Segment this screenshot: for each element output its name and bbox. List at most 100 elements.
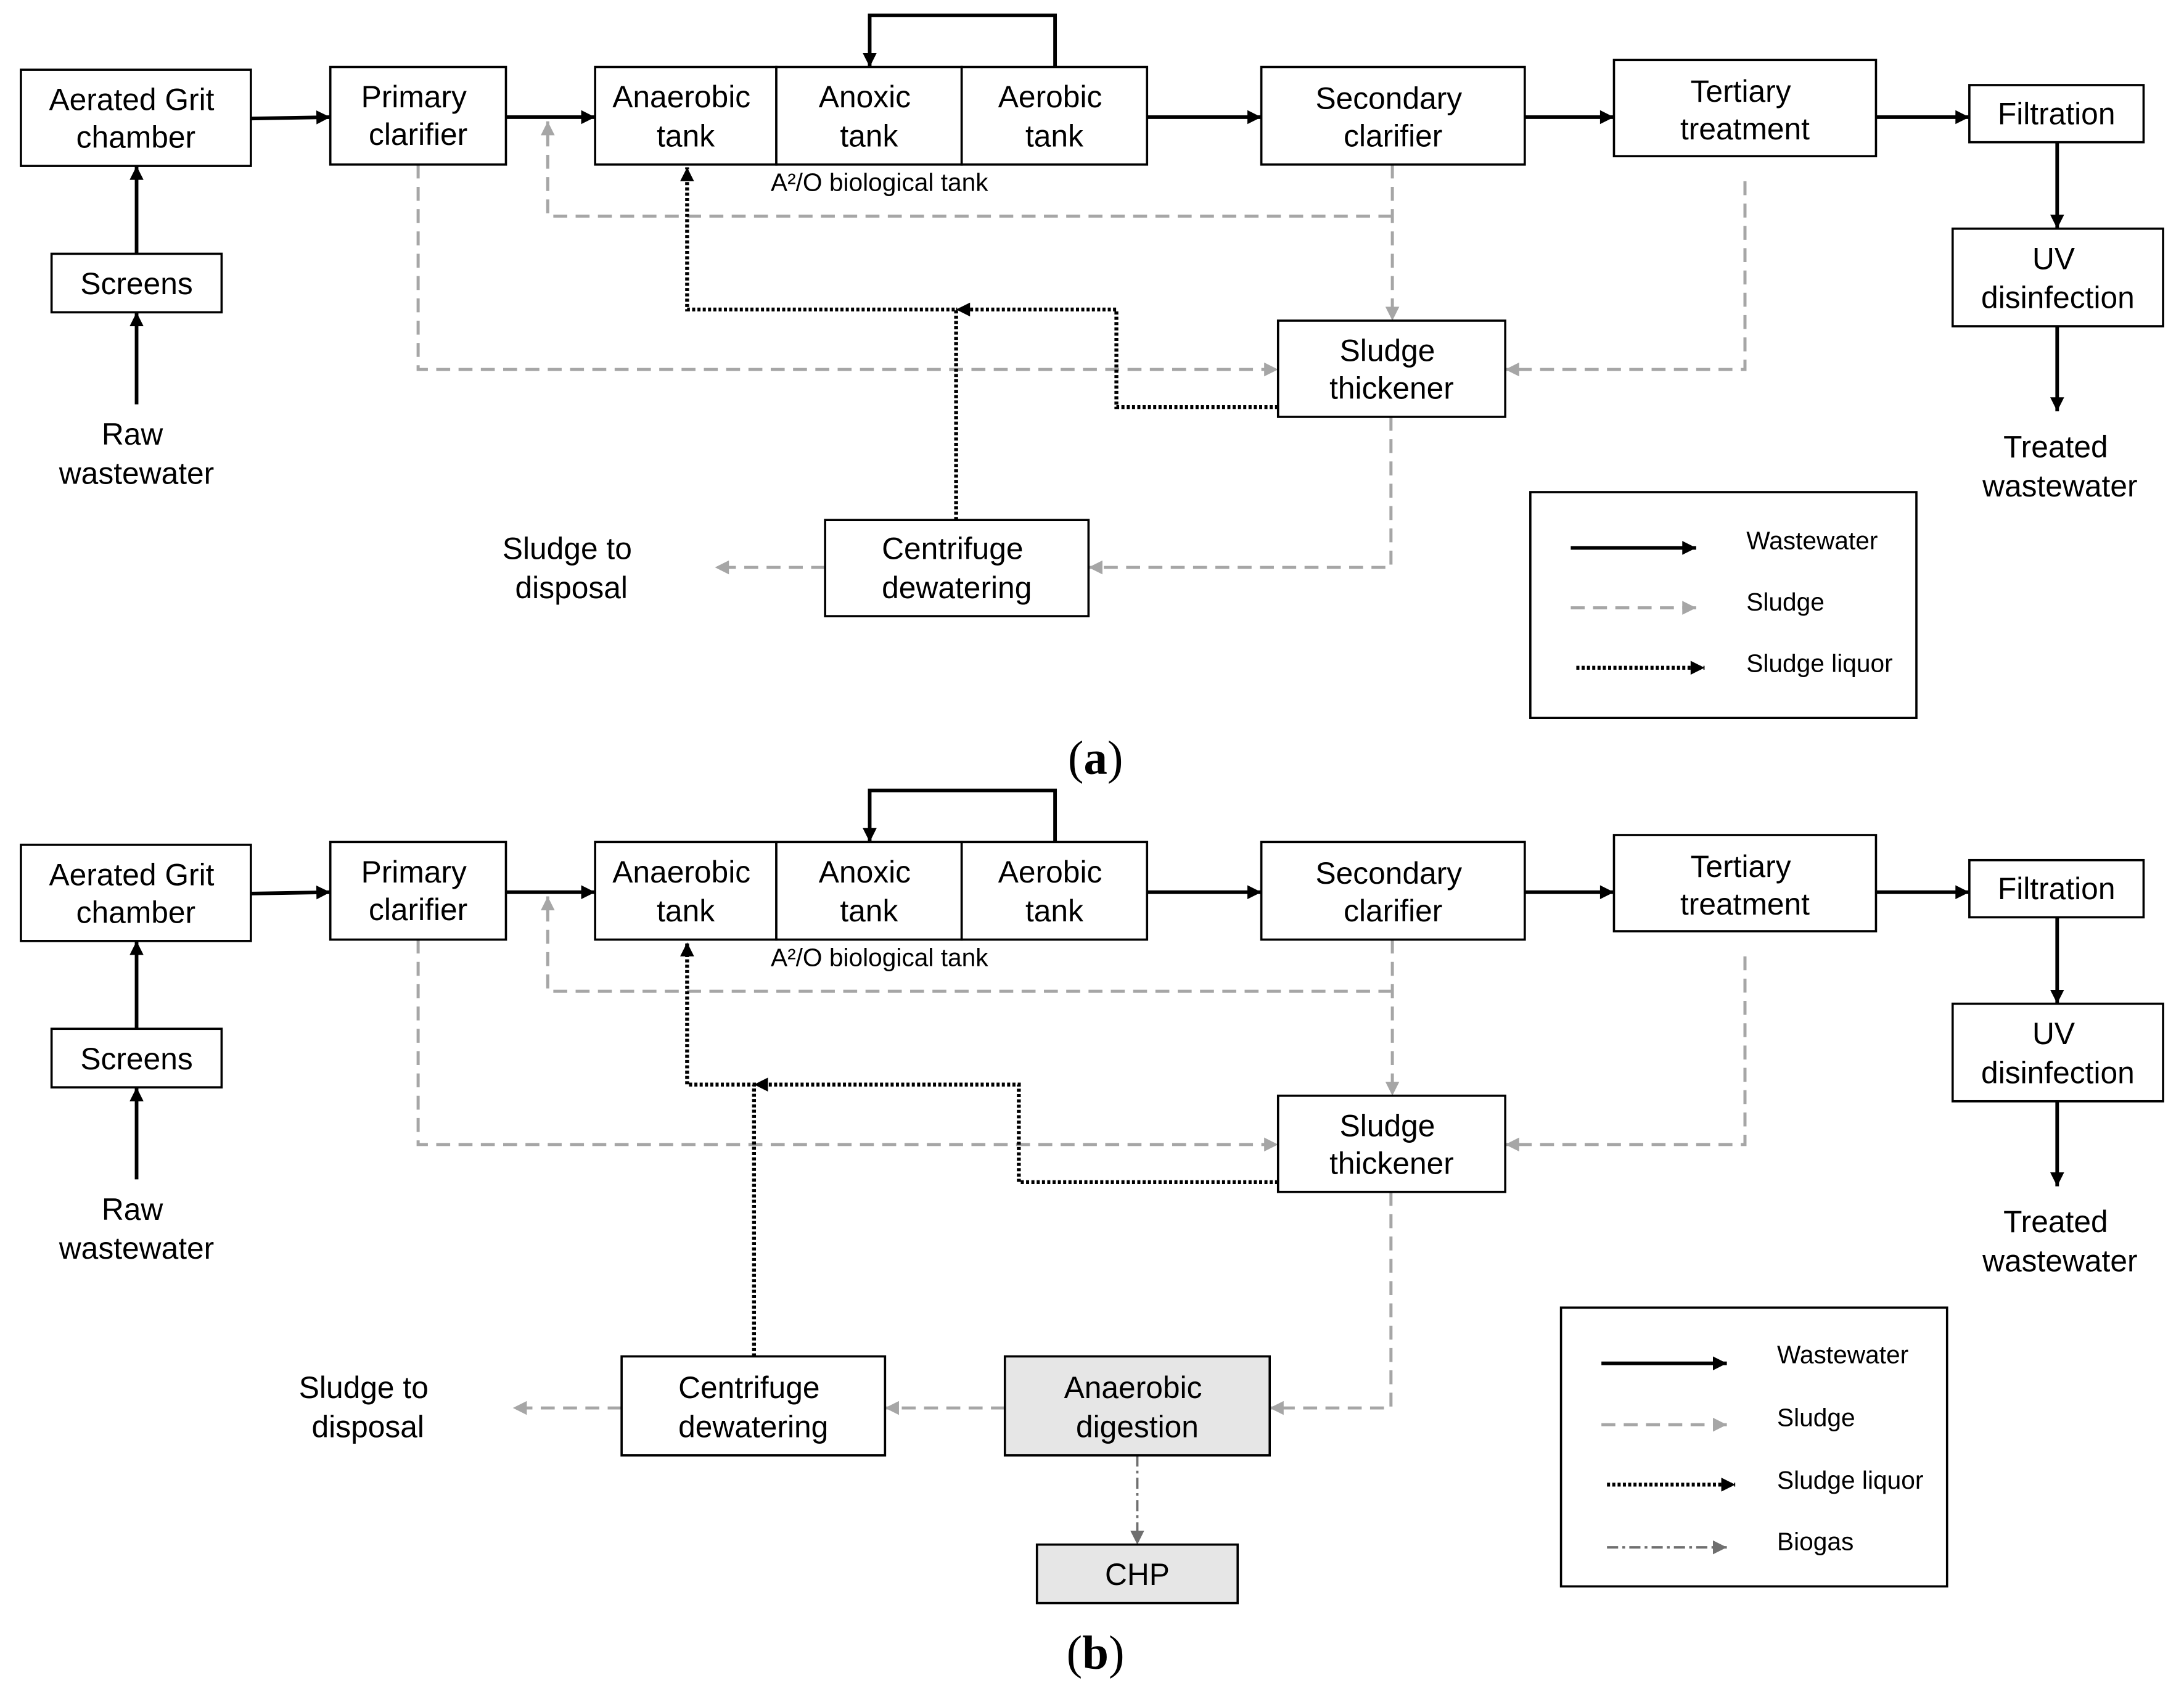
legend-sludge-liquor-label: Sludge liquor: [1746, 649, 1892, 678]
label-line: Anaerobic: [612, 80, 750, 114]
label-line: Primary: [361, 80, 467, 114]
sludge-to-disposal-label: Sludge to disposal: [299, 1370, 437, 1444]
filtration-label: Filtration: [1998, 871, 2116, 906]
chp-box: [1035, 1543, 1239, 1605]
label-line: Anaerobic: [1064, 1370, 1202, 1405]
uv-disinfection-node: UV disinfection: [1951, 1002, 2164, 1103]
label-line: Anoxic: [819, 855, 911, 889]
sludge-arrow-return-activated-sludge: [541, 121, 1393, 218]
legend: Wastewater Sludge Sludge liquor: [1529, 491, 1918, 719]
anaerobic-tank-label: Anaerobic tank: [612, 80, 759, 153]
liquor-arrow-thickener-return: [956, 302, 1278, 409]
treated-wastewater-label: Treated wastewater: [1982, 1204, 2137, 1278]
secondary-clarifier-label: Secondary clarifier: [1315, 81, 1471, 153]
label-line: Secondary: [1315, 856, 1462, 891]
caption-letter: b: [1082, 1627, 1109, 1679]
centrifuge-dewatering-label: Centrifuge dewatering: [678, 1370, 828, 1444]
label-line: wastewater: [1982, 1244, 2137, 1278]
label-line: Anaerobic: [612, 855, 750, 889]
anaerobic-digestion-label: Anaerobic digestion: [1064, 1370, 1211, 1444]
label-line: tank: [840, 118, 898, 153]
primary-clarifier-node: Primary clarifier: [329, 841, 507, 941]
filtration-node: Filtration: [1968, 84, 2145, 144]
label-line: Aerobic: [998, 855, 1102, 889]
screens-node: Screens: [50, 252, 223, 314]
primary-clarifier-box: [329, 65, 507, 166]
label-line: UV: [2032, 1016, 2075, 1051]
treated-wastewater-label: Treated wastewater: [1982, 429, 2137, 503]
raw-wastewater-label: Raw wastewater: [59, 417, 214, 490]
label-line: Raw: [102, 417, 164, 451]
label-line: clarifier: [369, 117, 467, 152]
secondary-clarifier-box: [1260, 841, 1526, 941]
label-line: UV: [2032, 241, 2075, 276]
label-line: treatment: [1680, 887, 1810, 921]
label-line: Anoxic: [819, 80, 911, 114]
label-line: Raw: [102, 1192, 164, 1227]
caption-open: (: [1067, 1627, 1083, 1679]
label-line: Sludge to: [503, 531, 632, 566]
tertiary-treatment-box: [1612, 834, 1878, 932]
internal-recycle-arrow: [863, 14, 1057, 67]
primary-clarifier-box: [329, 841, 507, 941]
anoxic-tank-box: [775, 841, 963, 941]
sludge-arrow-primary-to-thickener: [416, 164, 1278, 377]
sludge-arrow-return-activated-sludge: [541, 896, 1393, 993]
aerated-grit-chamber-label: Aerated Grit chamber: [49, 857, 223, 929]
label-line: Primary: [361, 855, 467, 889]
label-line: Aerated Grit: [49, 857, 214, 892]
anoxic-tank-label: Anoxic tank: [819, 855, 919, 928]
label-line: Tertiary: [1691, 849, 1791, 884]
legend-wastewater-label: Wastewater: [1777, 1341, 1908, 1369]
legend-wastewater-label: Wastewater: [1746, 527, 1878, 555]
aerobic-tank-box: [960, 65, 1149, 166]
label-line: chamber: [76, 895, 195, 929]
label-line: tank: [1025, 118, 1083, 153]
screens-box: [50, 1027, 223, 1088]
label-line: Tertiary: [1691, 74, 1791, 109]
label-line: Aerated Grit: [49, 83, 214, 117]
centrifuge-dewatering-label: Centrifuge dewatering: [882, 531, 1032, 604]
label-line: digestion: [1076, 1410, 1199, 1444]
filtration-node: Filtration: [1968, 858, 2145, 919]
label-line: chamber: [76, 120, 195, 155]
liquor-arrow-thickener-return: [753, 1077, 1278, 1185]
secondary-clarifier-node: Secondary clarifier: [1260, 65, 1526, 166]
label-line: tank: [1025, 894, 1083, 928]
anaerobic-digestion-box: [1003, 1355, 1271, 1457]
aerated-grit-chamber-label: Aerated Grit chamber: [49, 83, 223, 155]
screens-label: Screens: [80, 1042, 192, 1076]
sludge-thickener-label: Sludge thickener: [1329, 1108, 1454, 1180]
filtration-box: [1968, 84, 2145, 144]
liquor-arrow-centrifuge-to-anaerobic: [680, 942, 757, 1357]
aerated-grit-chamber-box: [20, 844, 252, 942]
sludge-thickener-node: Sludge thickener: [1276, 1094, 1507, 1193]
centrifuge-dewatering-box: [620, 1355, 887, 1457]
aerated-grit-chamber-box: [20, 68, 252, 167]
caption-close: ): [1109, 1627, 1125, 1679]
sludge-thickener-box: [1276, 1094, 1507, 1193]
uv-disinfection-label: UV disinfection: [1981, 1016, 2135, 1090]
label-line: wastewater: [59, 1231, 214, 1265]
legend-box: [1529, 491, 1918, 719]
aerobic-tank-label: Aerobic tank: [998, 855, 1110, 928]
sludge-thickener-node: Sludge thickener: [1276, 319, 1507, 418]
label-line: wastewater: [1982, 469, 2137, 503]
legend-sludge-label: Sludge: [1746, 588, 1825, 616]
a2o-biological-tank: Anaerobic tank Anoxic tank Aerobic tank …: [594, 65, 1149, 197]
primary-clarifier-node: Primary clarifier: [329, 65, 507, 166]
aerobic-tank-box: [960, 841, 1149, 941]
label-line: clarifier: [1344, 118, 1442, 153]
label-line: thickener: [1329, 1146, 1454, 1180]
a2o-biological-tank: Anaerobic tank Anoxic tank Aerobic tank …: [594, 841, 1149, 972]
panel-b: Aerated Grit chamber Primary clarifier A…: [20, 788, 2164, 1679]
aerated-grit-chamber-node: Aerated Grit chamber: [20, 68, 252, 167]
wastewater-arrow-grit-to-primary: [250, 110, 330, 125]
internal-recycle-arrow: [863, 788, 1057, 842]
chp-node: CHP: [1035, 1543, 1239, 1605]
label-line: thickener: [1329, 371, 1454, 406]
centrifuge-dewatering-node: Centrifuge dewatering: [824, 519, 1090, 617]
label-line: Centrifuge: [678, 1370, 819, 1405]
secondary-clarifier-box: [1260, 65, 1526, 166]
